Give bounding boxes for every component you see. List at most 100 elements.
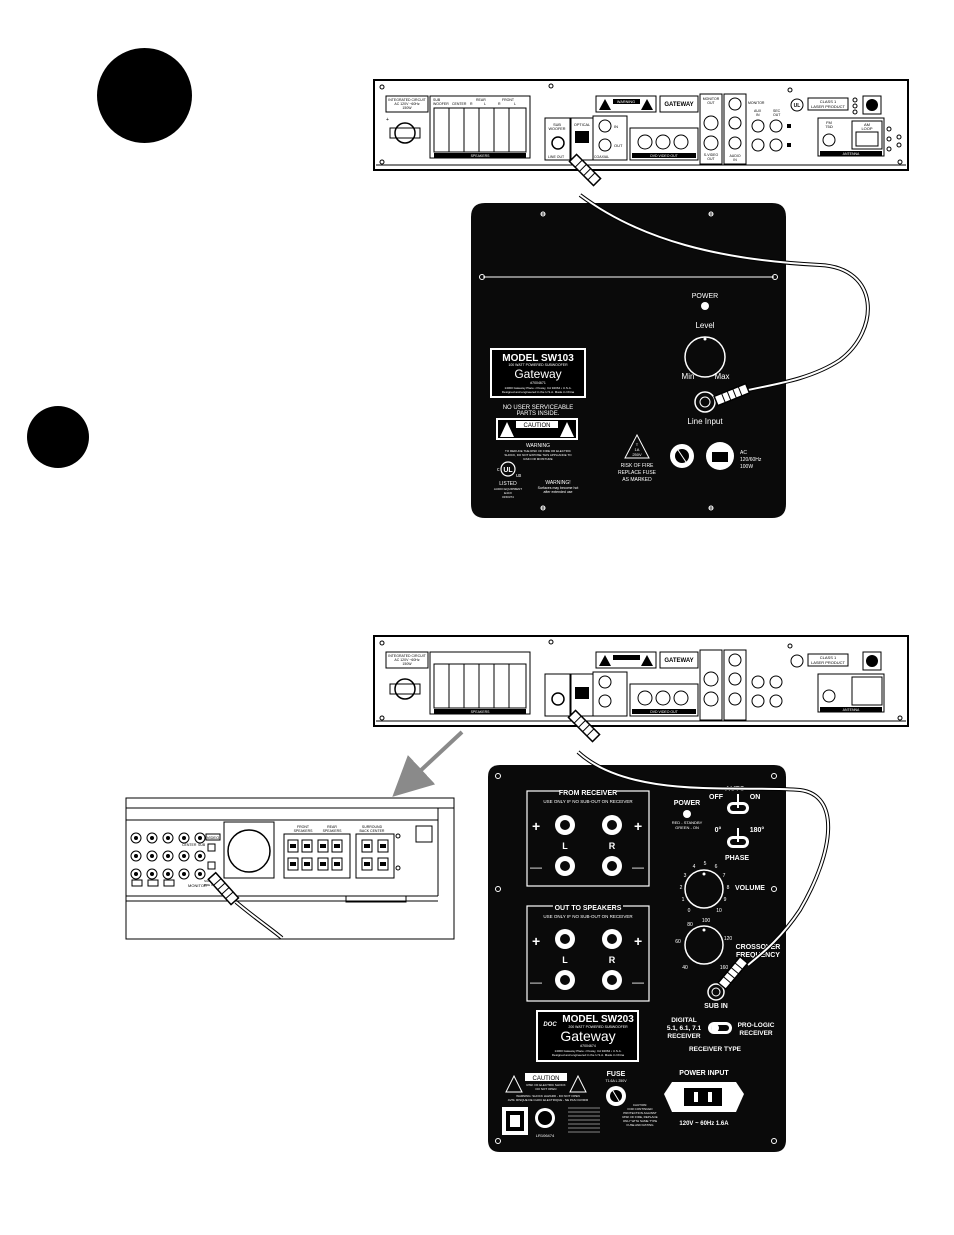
- sw103-address-2: Designed and engineered in the U.S.A. Ma…: [502, 390, 575, 394]
- phase-switch[interactable]: [727, 828, 749, 848]
- fm-label-2: 75Ω: [825, 124, 832, 129]
- receiver-type-switch[interactable]: [708, 1022, 732, 1034]
- sw103-level-knob[interactable]: [684, 336, 726, 378]
- line-out2-jack[interactable]: [551, 692, 565, 706]
- cert-number: LR106474: [536, 1133, 555, 1138]
- subwoofer-sw203-panel: FROM RECEIVER USE ONLY IF NO SUB-OUT ON …: [488, 765, 786, 1152]
- receiver-back-panel-bottom: INTEGRATED CIRCUIT AC 120V ~60Hz 150W SP…: [373, 635, 909, 727]
- sw203-power-led: [683, 810, 691, 818]
- sw203-model-title: MODEL SW203: [562, 1014, 634, 1025]
- sw203-caution-sub-2: DO NOT OPEN: [536, 1087, 557, 1091]
- out-label: OUT: [614, 143, 623, 148]
- fm-label-1: FM: [826, 120, 832, 125]
- sw103-ac-3: 100W: [740, 464, 753, 470]
- sw203-warning-bottom-1: WARNING: SHOCK HAZARD - DO NOT OPEN: [516, 1094, 580, 1098]
- ic-label-2: AC 120V ~60Hz: [394, 102, 419, 106]
- sw103-no-user-2: PARTS INSIDE.: [517, 411, 560, 417]
- inset-front-label-2: SPEAKERS: [294, 829, 314, 833]
- volume-tick-6: 6: [715, 864, 718, 870]
- sec-out-label-1: SEC: [773, 109, 781, 113]
- sw103-brand: Gateway: [514, 367, 561, 381]
- inset-sub-label: SUB: [198, 843, 206, 847]
- sw103-warning-line-1: TO REDUCE THE RISK OF FIRE OR ELECTRIC: [505, 449, 572, 453]
- out-to-speakers-terminals[interactable]: [555, 929, 622, 990]
- from-plus-right: +: [634, 818, 642, 834]
- warning-label: WARNING: [617, 100, 635, 104]
- sw203-power-label: POWER: [674, 800, 700, 807]
- from-receiver-terminals[interactable]: [555, 815, 622, 876]
- alternate-receiver-inset: VIDEO CENTER SUB MONITOR SUBWOOFER PRE O…: [125, 797, 455, 940]
- line-out-jack[interactable]: [551, 136, 565, 150]
- antenna-label: ANTENNA: [843, 152, 860, 156]
- sw203-caution: CAUTION: [533, 1076, 560, 1082]
- from-minus-left: —: [530, 860, 542, 874]
- power-mode-switch[interactable]: [727, 794, 749, 814]
- step-1-bullet: [97, 48, 192, 143]
- ic2-label-1: INTEGRATED CIRCUIT: [388, 654, 426, 658]
- prologic-label-2: RECEIVER: [739, 1030, 773, 1037]
- speakers-col-front-l: L: [514, 102, 516, 106]
- phase-label: PHASE: [725, 855, 749, 862]
- sw203-doc-logo: DOC: [543, 1022, 557, 1028]
- svideo-out-label-2: OUT: [707, 157, 715, 161]
- sw103-line-input-label: Line Input: [687, 417, 723, 426]
- ul-mark: UL: [794, 103, 801, 109]
- volume-tick-10: 10: [716, 908, 722, 914]
- sw103-max-label: Max: [714, 372, 729, 381]
- volume-tick-2: 2: [680, 885, 683, 891]
- speakers-col-front-r: R: [498, 102, 501, 106]
- crossover-tick-40: 40: [682, 965, 688, 971]
- volume-tick-4: 4: [693, 864, 696, 870]
- sw103-listed: LISTED: [499, 481, 517, 487]
- sw103-line-input-jack[interactable]: [694, 391, 716, 413]
- inset-arrow: [392, 730, 464, 797]
- sw103-fuse-t: T: [636, 442, 639, 447]
- line-out-label: LINE OUT: [548, 155, 565, 159]
- fuse-rating: T1.6A L 250V: [605, 1079, 627, 1083]
- speakers-label: SPEAKERS: [471, 154, 491, 158]
- inset-front-label-1: FRONT: [297, 825, 310, 829]
- from-l-label: L: [562, 841, 568, 851]
- sw103-risk-2: REPLACE FUSE: [618, 470, 657, 476]
- inset-video-label: VIDEO: [207, 835, 219, 840]
- sw103-risk-3: AS MARKED: [622, 477, 652, 483]
- sw103-listed-2: E4CX: [504, 491, 512, 495]
- crossover-knob[interactable]: [684, 925, 724, 965]
- volume-tick-5: 5: [704, 861, 707, 867]
- sw103-power-label: POWER: [692, 293, 718, 300]
- sw203-address-2: Designed and engineered in the U.S.A. Ma…: [552, 1053, 625, 1057]
- fuse-label: FUSE: [607, 1071, 626, 1078]
- svideo-out-label-1: S-VIDEO: [704, 153, 719, 157]
- speakers-col-woofer: WOOFER: [433, 102, 449, 106]
- volume-tick-3: 3: [684, 873, 687, 879]
- crossover-tick-100: 100: [702, 918, 711, 924]
- off-label: OFF: [709, 794, 724, 801]
- ic-label-1: INTEGRATED CIRCUIT: [388, 98, 426, 102]
- sw103-listed-3: 0150374: [502, 495, 514, 499]
- digital-label-2: 5.1, 6.1, 7.1: [667, 1025, 702, 1032]
- on-label: ON: [750, 794, 761, 801]
- fuse-caution: CAUTION: FOR CONTINUED PROTECTION AGAINS…: [622, 1103, 657, 1127]
- monitor-out-label-2: OUT: [707, 101, 715, 105]
- sw103-fuse-rating-2: 250V: [632, 452, 642, 457]
- inset-monitor-label: MONITOR: [188, 883, 207, 888]
- sub-in-jack[interactable]: [707, 983, 725, 1001]
- from-plus-left: +: [532, 818, 540, 834]
- sw103-caution: CAUTION: [524, 423, 551, 429]
- sw103-part-number: #7004671: [530, 381, 546, 385]
- volume-knob[interactable]: [684, 869, 724, 909]
- sw103-model-title: MODEL SW103: [502, 353, 574, 364]
- sw103-c: c: [497, 467, 500, 473]
- crossover-tick-160: 160: [720, 965, 729, 971]
- crossover-tick-60: 60: [675, 939, 681, 945]
- sw103-ac-2: 120/60Hz: [740, 457, 762, 463]
- volume-label: VOLUME: [735, 885, 765, 892]
- sw203-brand: Gateway: [560, 1028, 615, 1044]
- cable-top: [568, 153, 870, 407]
- digital-label-3: RECEIVER: [667, 1033, 701, 1040]
- ic-label-3: 150W: [402, 106, 412, 110]
- volume-scale: 0 1 2 3 4 5 6 7 8 9 10: [680, 861, 730, 914]
- sw203-model-sub: 200 WATT POWERED SUBWOOFER: [568, 1025, 628, 1029]
- aux-in-label-1: AUX: [754, 109, 762, 113]
